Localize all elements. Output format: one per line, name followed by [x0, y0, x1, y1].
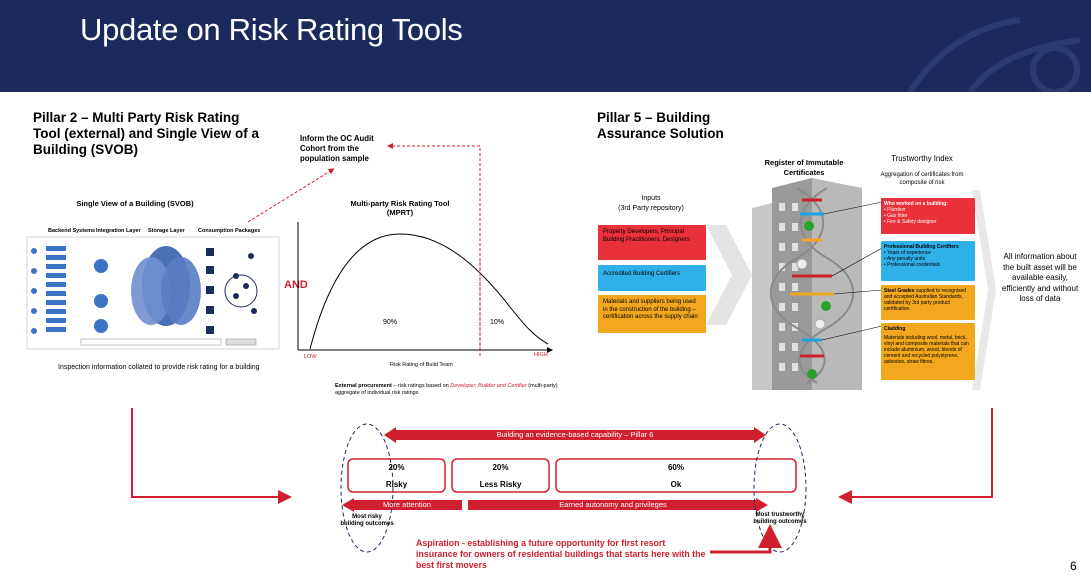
output-arrow-icon: [972, 190, 996, 390]
index-item: • Professional credentials: [884, 262, 941, 268]
segment-ok-pct: 60%: [667, 463, 684, 472]
input-materials: Materials and suppliers being used in th…: [598, 295, 706, 333]
mprt-curve-chart: [295, 222, 553, 353]
aspiration-text: Aspiration - establishing a future oppor…: [416, 538, 706, 570]
segment-less-risky-label: Less Risky: [479, 480, 522, 489]
procurement-bold: External procurement: [335, 383, 392, 389]
page-title: Update on Risk Rating Tools: [80, 12, 463, 47]
register-title: Register of Immutable Certificates: [764, 158, 844, 177]
most-trustworthy-label: Most trustworthy building outcomes: [753, 512, 807, 525]
and-label: AND: [284, 279, 308, 291]
trust-subtitle: Aggregation of certificates from composi…: [880, 172, 964, 186]
mprt-high-label: HIGH: [534, 352, 548, 358]
index-item: • Fire & Safety designer: [884, 219, 937, 225]
segment-risky-label: Risky: [385, 480, 408, 489]
mprt-right-pct: 10%: [490, 319, 505, 326]
input-developers-text: Property Developers, Principal Building …: [603, 229, 690, 243]
pillar2-title: Pillar 2 – Multi Party Risk Rating Tool …: [33, 110, 260, 157]
procurement-note: External procurement – risk ratings base…: [335, 383, 575, 396]
capability-label: Building an evidence-based capability – …: [496, 430, 654, 439]
svob-column-header: Backend Systems: [48, 228, 96, 234]
index-item: • Gas fitter: [884, 213, 908, 219]
inputs-label: Inputs: [641, 195, 661, 202]
header-decoration-icon: [907, 17, 1081, 92]
index-steel-text: supplied to recognised and accepted Aust…: [884, 288, 967, 312]
index-cladding-text: Materials including wool, metal, brick, …: [884, 335, 969, 365]
index-trades: Who worked on a building: • Plumber • Ga…: [881, 198, 975, 234]
index-steel-title: Steel Grades: [884, 288, 915, 294]
mprt-left-pct: 90%: [383, 319, 398, 326]
index-cladding: Cladding Materials including wool, metal…: [881, 323, 975, 380]
most-risky-label: Most risky building outcomes: [340, 514, 394, 527]
index-item: • Years of experience: [884, 250, 932, 256]
index-cladding-title: Cladding: [884, 326, 906, 332]
earned-autonomy-label: Earned autonomy and privileges: [559, 500, 667, 509]
procurement-parties: Developer, Builder and Certifier: [450, 383, 527, 389]
input-certifiers-text: Accredited Building Certifiers: [603, 271, 681, 277]
index-steel: Steel Grades supplied to recognised and …: [881, 285, 975, 320]
input-certifiers: Accredited Building Certifiers: [598, 265, 706, 291]
segment-risky-pct: 20%: [388, 463, 405, 472]
segment-less-risky-pct: 20%: [492, 463, 509, 472]
svob-architecture-icon: [26, 236, 280, 350]
bottom-framework-diagram: [131, 408, 993, 554]
mprt-x-axis-label: Risk Rating of Build Team: [390, 362, 453, 368]
mprt-title: Multi-party Risk Rating Tool (MPRT): [350, 199, 450, 217]
audit-connector: [247, 143, 481, 356]
page-number: 6: [1070, 559, 1077, 573]
index-trades-title: Who worked on a building:: [884, 201, 948, 207]
svob-caption: Inspection information collated to provi…: [58, 364, 260, 371]
register-building-dna-icon: [752, 178, 882, 390]
svob-column-header: Integration Layer: [96, 228, 141, 234]
input-developers: Property Developers, Principal Building …: [598, 225, 706, 260]
index-certifiers-title: Professional Building Certifiers: [884, 244, 959, 250]
inputs-sublabel: (3rd Party repository): [618, 205, 684, 212]
svob-column-header: Storage Layer: [148, 228, 185, 234]
input-materials-text: Materials and suppliers being used in th…: [603, 299, 698, 320]
mprt-low-label: LOW: [304, 354, 317, 360]
segment-ok-label: Ok: [670, 480, 682, 489]
inputs-arrow-icon: [706, 225, 752, 325]
trust-title: Trustworthy Index: [891, 154, 953, 163]
svob-title: Single View of a Building (SVOB): [76, 199, 194, 208]
audit-note: Inform the OC Audit Cohort from the popu…: [300, 134, 374, 163]
procurement-text-end: (multi-party) aggregate of individual ri…: [335, 383, 558, 396]
index-item: • Plumber: [884, 207, 906, 213]
header-bar: [0, 0, 1091, 92]
index-certifiers: Professional Building Certifiers • Years…: [881, 241, 975, 281]
svob-column-header: Consumption Packages: [198, 228, 261, 234]
outcome-text: All information about the built asset wi…: [1001, 252, 1079, 303]
more-attention-label: More attention: [383, 500, 431, 509]
svob-diagram: Backend Systems Integration Layer Storag…: [26, 228, 280, 358]
procurement-text: – risk ratings based on: [391, 383, 451, 389]
index-item: • Any penalty units: [884, 256, 925, 262]
pillar5-title: Pillar 5 – Building Assurance Solution: [597, 110, 724, 141]
